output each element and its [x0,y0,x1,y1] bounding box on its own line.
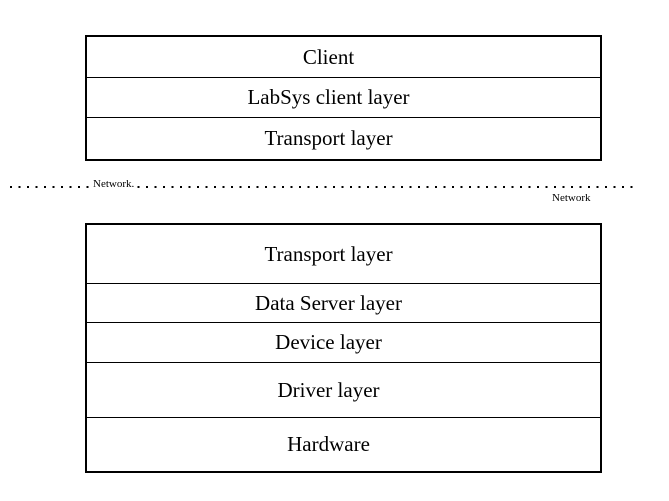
layer-hardware-label: Hardware [287,432,370,456]
layer-labsys-client-label: LabSys client layer [247,85,410,109]
layer-transport-client: Transport layer [87,118,600,159]
network-dotted-line [10,186,634,188]
layer-hardware: Hardware [87,418,600,471]
network-label-right: Network [552,192,591,204]
layer-transport-client-label: Transport layer [264,126,393,150]
layer-device: Device layer [87,323,600,363]
layer-transport-server: Transport layer [87,225,600,284]
layer-client: Client [87,37,600,78]
layer-driver-label: Driver layer [277,377,380,402]
layer-transport-server-label: Transport layer [264,241,393,266]
client-stack: Client LabSys client layer Transport lay… [85,35,602,161]
layer-data-server: Data Server layer [87,284,600,323]
layer-client-label: Client [302,44,355,69]
layer-driver: Driver layer [87,363,600,418]
network-label-left: Network. [91,178,137,190]
layer-device-label: Device layer [275,330,382,354]
server-stack: Transport layer Data Server layer Device… [85,223,602,473]
layer-data-server-label: Data Server layer [255,290,402,315]
layer-labsys-client: LabSys client layer [87,78,600,118]
